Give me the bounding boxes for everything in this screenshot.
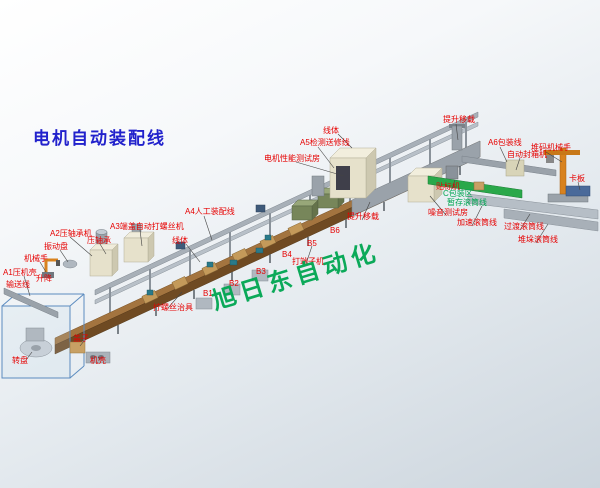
- a3-machine: [123, 223, 155, 263]
- robot-arm-shape: [42, 258, 60, 278]
- box-sealer-machine: [505, 159, 525, 177]
- page-title: 电机自动装配线: [33, 129, 166, 148]
- a2-machine: [89, 229, 119, 277]
- label-robot-arm: 机械手: [24, 254, 48, 263]
- label-palletizing-robot: 堆码机械手: [531, 143, 571, 152]
- label-cover: 盖子: [73, 334, 89, 343]
- labeling-machine-box: [445, 165, 459, 180]
- packing-green-conveyor: [427, 175, 523, 199]
- label-packing-area: C包装区: [443, 189, 473, 198]
- label-lift: 升降: [36, 274, 52, 283]
- label-line-body-mid: 线体: [172, 236, 188, 245]
- label-motor-test-room: 电机性能测试房: [264, 154, 320, 163]
- motor-test-room: [329, 147, 377, 199]
- label-labeling-machine: 贴标机: [436, 182, 460, 191]
- worktables-b1-b3: [195, 269, 269, 310]
- label-lift-transfer-top: 提升移载: [443, 115, 475, 124]
- label-a5-inspection-line: A5检测送修线: [300, 138, 350, 147]
- label-terminal-machine: 打端子机: [292, 257, 324, 266]
- belt-pallets: [141, 222, 305, 304]
- vibration-plate-shape: [62, 259, 78, 269]
- label-turntable: 转盘: [12, 356, 28, 365]
- label-pallet: 卡板: [569, 174, 585, 183]
- label-b2: B2: [229, 279, 239, 288]
- label-a6-packing-line: A6包装线: [488, 138, 522, 147]
- label-line-body-top: 线体: [323, 126, 339, 135]
- label-a1-press-housing: A1压机壳: [3, 268, 37, 277]
- callout-lines: [23, 123, 581, 361]
- label-a3-screw-machine: A3端盖自动打螺丝机: [110, 222, 184, 231]
- label-b3: B3: [256, 267, 266, 276]
- label-a2-bearing-machine: A2压轴承机: [50, 229, 92, 238]
- label-noise-test-room: 噪音测试房: [428, 208, 468, 217]
- label-transition-roller-line: 过渡滚筒线: [504, 222, 544, 231]
- label-b1: B1: [203, 289, 213, 298]
- lift-transfer-tower: [449, 124, 465, 151]
- label-b5: B5: [307, 239, 317, 248]
- noise-test-room: [407, 167, 443, 203]
- label-screw-fixture: 拧螺丝治具: [153, 303, 193, 312]
- label-press-bearing: 压轴承: [87, 236, 111, 245]
- label-lift-transfer-mid: 提升移载: [347, 212, 379, 221]
- palletizer: [544, 147, 591, 203]
- label-b6: B6: [330, 226, 340, 235]
- label-conveyor-line: 输送线: [6, 280, 30, 289]
- label-a4-manual-line: A4人工装配线: [185, 207, 235, 216]
- roller-conveyors: [467, 193, 599, 232]
- motor-parts: [146, 234, 272, 296]
- label-accel-roller-line: 加速滚筒线: [457, 218, 497, 227]
- label-vibration-plate: 振动盘: [44, 242, 68, 251]
- label-auto-box-sealer: 自动封箱机: [507, 150, 547, 159]
- label-b4: B4: [282, 250, 292, 259]
- label-buffer-roller-line: 暂存滚筒线: [447, 198, 487, 207]
- a5-inspection-tower: [311, 175, 325, 197]
- label-housing: 机壳: [90, 356, 106, 365]
- label-stacking-roller-line: 堆垛滚筒线: [518, 235, 558, 244]
